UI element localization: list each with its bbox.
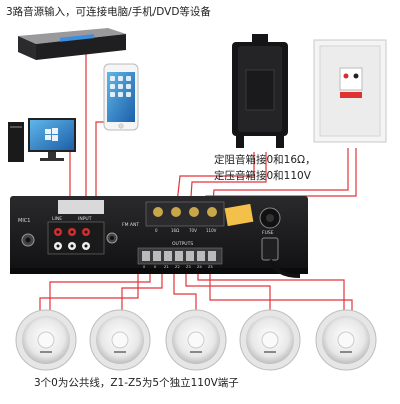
terminal-label-0: 0 xyxy=(155,228,158,233)
amplifier xyxy=(10,196,308,278)
line-label: LINE xyxy=(52,216,62,222)
zone-label-0a: 0 xyxy=(143,265,146,269)
caption-audio-inputs: 3路音源输入，可连接电脑/手机/DVD等设备 xyxy=(6,6,211,18)
wire-ceiling-4 xyxy=(185,270,271,310)
fm-label: FM ANT xyxy=(122,222,139,228)
dvd-player xyxy=(18,28,126,60)
box-speaker-black xyxy=(232,34,288,148)
zone-label-z1: Z1 xyxy=(164,265,169,269)
input-jacks xyxy=(21,221,118,255)
ceiling-speaker-4 xyxy=(239,309,301,371)
terminal-label-70v: 70V xyxy=(189,228,197,233)
wire-box-speaker-a xyxy=(175,152,255,213)
terminal-label-110v: 110V xyxy=(206,228,217,233)
zone-label-z3: Z3 xyxy=(186,265,191,269)
caption-voltage: 定压音箱接0和110V xyxy=(214,170,311,182)
zone-label-0b: 0 xyxy=(154,265,157,269)
desktop-computer xyxy=(8,118,76,162)
ceiling-speakers xyxy=(15,309,377,371)
output-terminals xyxy=(137,201,254,265)
outputs-label: OUTPUTS xyxy=(172,241,193,247)
ceiling-speaker-2 xyxy=(89,309,151,371)
zone-label-z5: Z5 xyxy=(208,265,213,269)
caption-impedance: 定阻音箱接0和16Ω， xyxy=(214,154,316,166)
zone-label-z4: Z4 xyxy=(197,265,202,269)
wire-common-1 xyxy=(39,270,139,312)
wire-ceiling-5 xyxy=(197,270,345,310)
power-section xyxy=(259,207,301,278)
fuse-label: FUSE xyxy=(262,230,274,236)
wire-common-2 xyxy=(209,270,353,312)
mic-label: MIC1 xyxy=(18,218,30,224)
wires xyxy=(39,43,357,312)
ceiling-speaker-5 xyxy=(315,309,377,371)
input-label: INPUT xyxy=(78,216,92,222)
wire-ceiling-1 xyxy=(49,270,151,310)
zone-label-z2: Z2 xyxy=(175,265,180,269)
caption-terminals: 3个0为公共线，Z1-Z5为5个独立110V端子 xyxy=(34,377,239,389)
ceiling-speaker-1 xyxy=(15,309,77,371)
wire-ceiling-2 xyxy=(121,270,163,310)
smartphone xyxy=(103,63,139,131)
box-speaker-white xyxy=(313,39,387,143)
terminal-label-16: 16Ω xyxy=(171,228,179,233)
wire-ceiling-3 xyxy=(173,270,197,310)
ceiling-speaker-3 xyxy=(165,309,227,371)
